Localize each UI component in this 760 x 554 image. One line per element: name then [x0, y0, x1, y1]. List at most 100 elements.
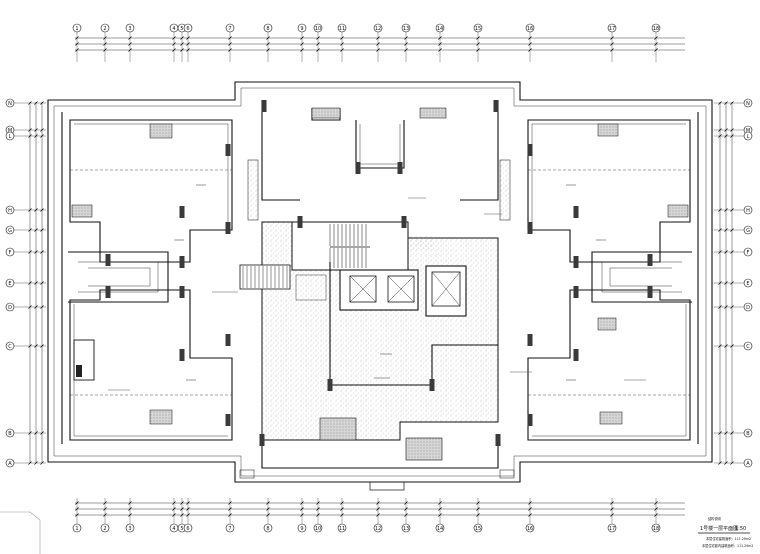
column-marker: [355, 162, 361, 174]
column-marker: [259, 434, 265, 446]
area-note-1: 本层住宅建筑面积：111.29m2: [706, 536, 751, 541]
column-marker: [179, 286, 185, 298]
axis-label: 3: [128, 26, 131, 32]
axis-label: C: [746, 344, 750, 350]
axis-label: 8: [266, 526, 269, 532]
area-note-2: 本层住宅套内建筑面积：111.29m2: [702, 543, 753, 548]
axis-label: 1: [75, 26, 78, 32]
axis-label: 5: [180, 26, 183, 32]
column-marker: [179, 206, 185, 218]
axis-label: 3: [128, 526, 131, 532]
axis-label: 17: [609, 526, 615, 532]
axis-label: A: [746, 461, 750, 467]
axis-label: 1: [75, 526, 78, 532]
axis-label: N: [8, 101, 12, 107]
axis-label: E: [746, 281, 749, 287]
drawing-scale: 1:50: [735, 526, 746, 532]
column-marker: [429, 379, 435, 391]
axis-label: 4: [172, 26, 175, 32]
column-marker: [573, 349, 579, 361]
column-marker: [647, 286, 653, 298]
axis-label: M: [8, 128, 12, 134]
axis-label: 2: [103, 526, 106, 532]
axis-label: 17: [609, 26, 615, 32]
column-marker: [527, 222, 533, 234]
axis-label: 18: [653, 26, 659, 32]
column-marker: [401, 216, 407, 228]
column-marker: [105, 100, 653, 446]
axis-label: L: [9, 134, 12, 140]
column-marker: [397, 162, 403, 174]
axis-label: H: [8, 208, 12, 214]
axis-label: G: [8, 228, 12, 234]
north-recess: [247, 100, 511, 221]
column-marker: [105, 254, 111, 266]
axis-label: 13: [403, 526, 409, 532]
column-marker: [225, 144, 231, 156]
axis-label: E: [8, 281, 11, 287]
axis-label: 12: [375, 526, 381, 532]
column-marker: [225, 414, 231, 426]
axis-label: D: [746, 305, 750, 311]
axis-label: 10: [315, 526, 321, 532]
column-marker: [647, 254, 653, 266]
axis-label: 18: [653, 526, 659, 532]
axis-label: 6: [186, 526, 189, 532]
axis-label: 16: [527, 26, 533, 32]
axis-label: L: [747, 134, 750, 140]
axis-label: A: [8, 461, 12, 467]
axis-label: 6: [186, 26, 189, 32]
column-marker: [225, 222, 231, 234]
axis-label: G: [746, 228, 750, 234]
axis-label: C: [8, 344, 12, 350]
column-marker: [495, 434, 501, 446]
column-marker: [179, 349, 185, 361]
column-marker: [261, 100, 267, 112]
axis-label: F: [9, 250, 12, 256]
column-marker: [225, 334, 231, 346]
column-marker: [493, 100, 499, 112]
column-marker: [327, 379, 333, 391]
left-lower-unit: [69, 289, 233, 441]
axis-label: 7: [228, 26, 231, 32]
left-balcony: [68, 251, 169, 303]
column-marker: [573, 256, 579, 268]
axis-label: 10: [315, 26, 321, 32]
axis-label: 7: [228, 526, 231, 532]
column-marker: [527, 414, 533, 426]
axis-label: H: [746, 208, 750, 214]
column-marker: [573, 286, 579, 298]
axis-label: 15: [475, 526, 481, 532]
axis-label: B: [8, 431, 12, 437]
axis-label: 12: [375, 26, 381, 32]
stair-symbol: [329, 224, 370, 268]
axis-label: 14: [437, 526, 443, 532]
column-marker: [105, 286, 111, 298]
axis-label: F: [747, 250, 750, 256]
column-marker: [179, 256, 185, 268]
axis-label: M: [746, 128, 750, 134]
building-outline: [47, 81, 713, 483]
axis-label: D: [8, 305, 12, 311]
column-marker: [527, 334, 533, 346]
column-marker: [573, 206, 579, 218]
axis-label: 4: [172, 526, 175, 532]
right-balcony: [591, 251, 692, 303]
axis-label: 5: [180, 526, 183, 532]
left-upper-unit: [69, 119, 233, 263]
axis-label: 8: [266, 26, 269, 32]
core: [239, 221, 498, 386]
axis-label: 9: [300, 26, 303, 32]
right-lower-unit: [527, 289, 691, 441]
right-upper-unit: [527, 119, 691, 263]
elevator-symbol: [339, 265, 467, 317]
axis-bubbles-left: N ML H G F E D C B A: [5, 98, 46, 468]
axis-label: 2: [103, 26, 106, 32]
dimension-lines: [29, 37, 733, 516]
south-entrance: [239, 417, 515, 491]
title-block: 结构说明 1号楼一层平面图 1:50 本层住宅建筑面积：111.29m2 本层住…: [698, 516, 753, 548]
axis-label: 11: [339, 526, 345, 532]
